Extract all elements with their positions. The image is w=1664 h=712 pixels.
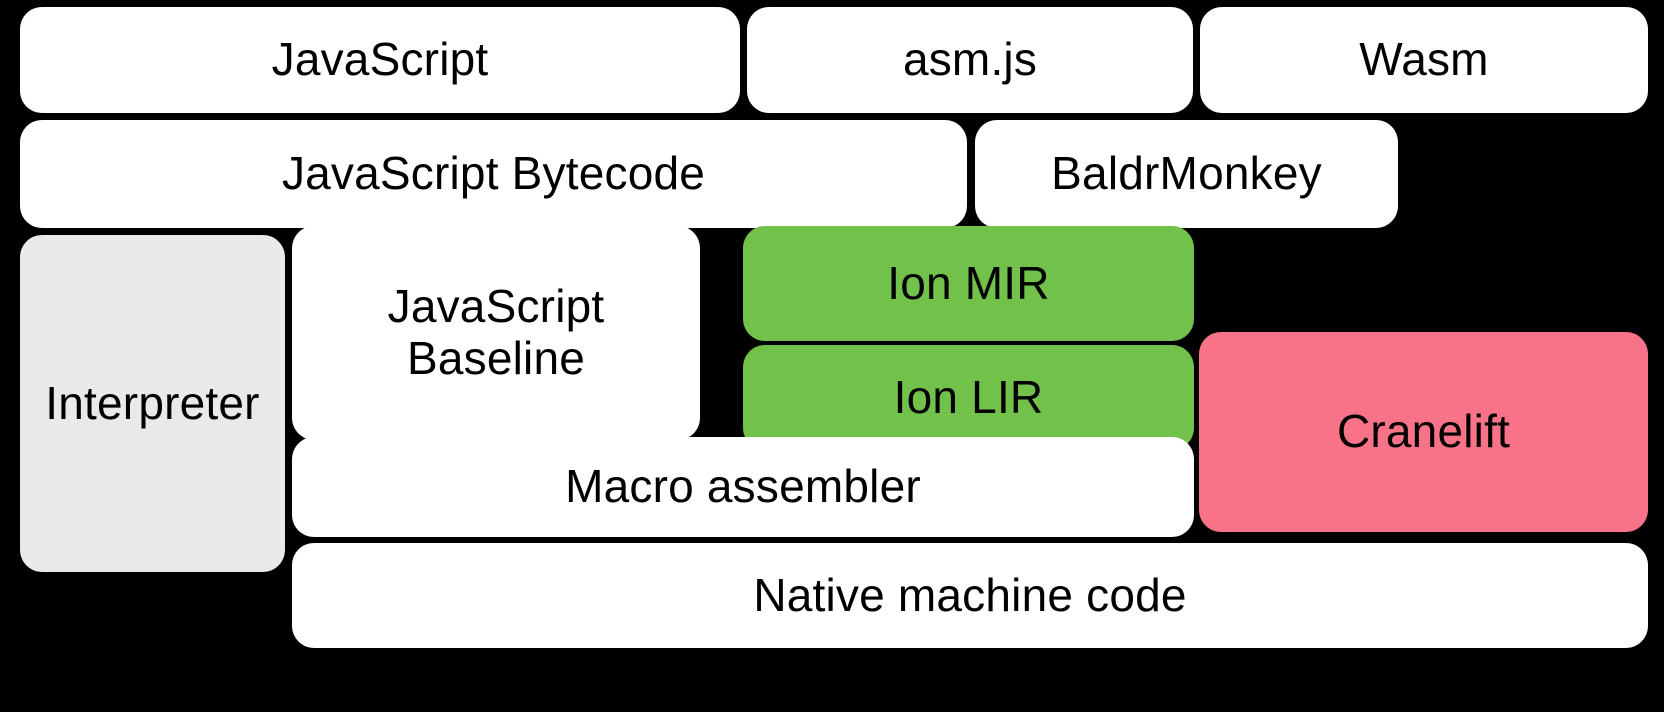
node-ion-lir: Ion LIR: [743, 345, 1194, 450]
node-macro-assembler: Macro assembler: [292, 437, 1194, 537]
node-baldrmonkey: BaldrMonkey: [975, 120, 1398, 228]
node-wasm: Wasm: [1200, 7, 1648, 113]
node-javascript-bytecode: JavaScript Bytecode: [20, 120, 967, 228]
node-interpreter: Interpreter: [20, 235, 285, 572]
node-asmjs: asm.js: [747, 7, 1193, 113]
node-native-machine-code: Native machine code: [292, 543, 1648, 648]
node-ion-mir: Ion MIR: [743, 226, 1194, 341]
node-cranelift: Cranelift: [1199, 332, 1648, 532]
node-javascript-baseline: JavaScript Baseline: [292, 226, 700, 440]
node-javascript: JavaScript: [20, 7, 740, 113]
